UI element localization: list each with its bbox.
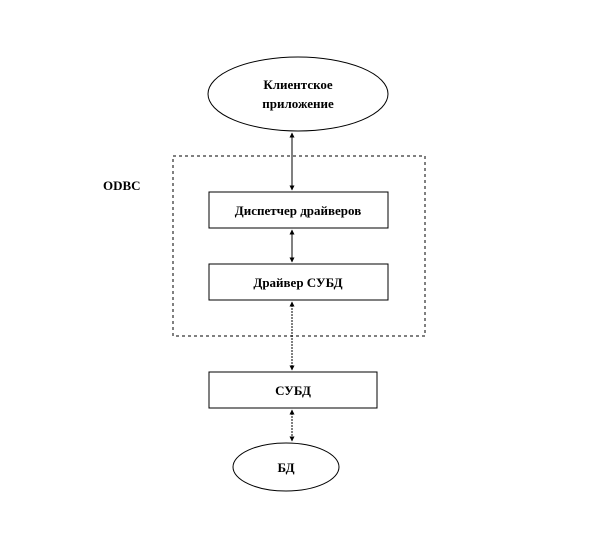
odbc-group-box [172,155,426,337]
dbms-driver-node [208,263,389,301]
driver-manager-label: Диспетчер драйверов [235,203,361,218]
db-node [232,442,340,492]
driver-manager-node [208,191,389,229]
odbc-group-label: ODBC [103,178,141,193]
db-label: БД [277,460,294,475]
client-app-node [207,56,389,132]
client-app-label: Клиентское [263,77,333,92]
client-app-label-line2: приложение [262,96,334,111]
dbms-node [208,371,378,409]
dbms-driver-label: Драйвер СУБД [253,275,342,290]
dbms-label: СУБД [275,383,311,398]
